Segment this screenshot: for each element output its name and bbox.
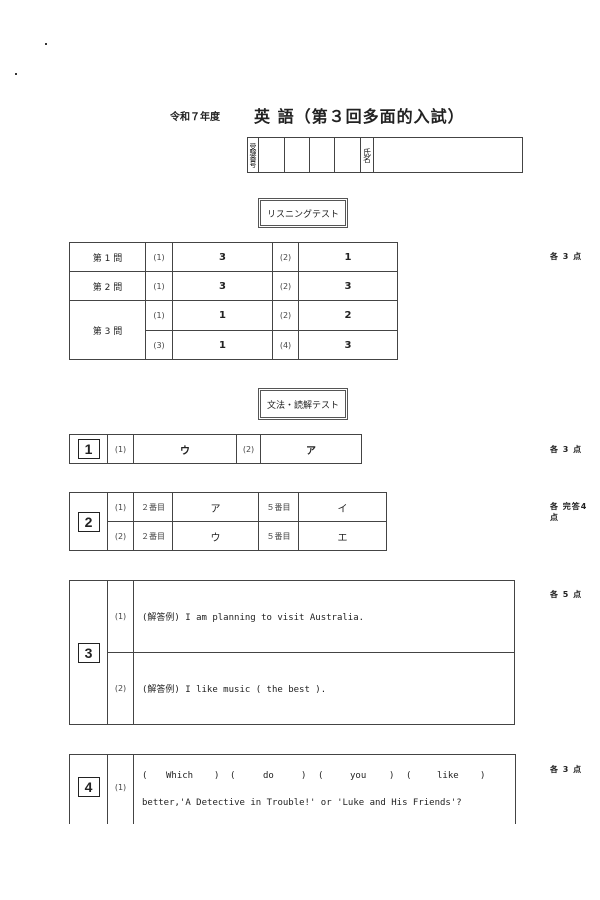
exam-number-digit[interactable]	[284, 137, 310, 173]
question-number: 2	[77, 511, 100, 532]
listening-section-label: リスニングテスト	[258, 198, 348, 228]
question-label: 第 2 問	[69, 271, 146, 301]
answer-cell: (解答例) I like music ( the best ).	[133, 652, 515, 725]
word-order-line: ( Which ) ( do ) ( you ) ( like )	[134, 755, 515, 795]
paren: (	[230, 771, 236, 781]
position-label: ２番目	[133, 492, 173, 522]
answer-word: Which	[166, 771, 194, 781]
question-number-cell: 4	[69, 754, 108, 824]
question-label: 第 1 問	[69, 242, 146, 272]
points-note: 各 完答4 点	[550, 502, 588, 522]
position-label: ５番目	[258, 521, 299, 551]
item-number: (1)	[145, 242, 173, 272]
points-note: 各 3 点	[550, 252, 583, 261]
points-note: 各 5 点	[550, 590, 583, 599]
question-number-cell: 3	[69, 580, 108, 725]
question-number-cell: 2	[69, 492, 108, 551]
item-number: (1)	[107, 754, 134, 824]
answer-cell: ( Which ) ( do ) ( you ) ( like ) better…	[133, 754, 516, 824]
scan-speck	[45, 43, 47, 45]
paren: )	[214, 771, 220, 781]
paren: (	[142, 771, 148, 781]
answer-cell: 3	[298, 330, 398, 360]
item-number: (1)	[107, 492, 134, 522]
answer-cell: 1	[298, 242, 398, 272]
answer-cell: エ	[298, 521, 387, 551]
answer-cell: 2	[298, 300, 398, 331]
paren: (	[406, 771, 412, 781]
item-number: (1)	[145, 300, 173, 331]
answer-cell: 1	[172, 300, 273, 331]
scan-speck	[15, 73, 17, 75]
paren: )	[389, 771, 395, 781]
answer-cell: 3	[172, 271, 273, 301]
answer-cell: 3	[298, 271, 398, 301]
answer-cell: ア	[172, 492, 259, 522]
grammar-section-label: 文法・読解テスト	[258, 388, 348, 420]
item-number: (1)	[145, 271, 173, 301]
question-number: 4	[77, 777, 100, 797]
item-number: (2)	[272, 242, 299, 272]
question-number: 3	[77, 642, 100, 663]
position-label: ２番目	[133, 521, 173, 551]
answer-cell: イ	[298, 492, 387, 522]
name-field[interactable]	[373, 137, 523, 173]
paren: )	[301, 771, 307, 781]
answer-cell: (解答例) I am planning to visit Australia.	[133, 580, 515, 653]
item-number: (2)	[272, 300, 299, 331]
exam-number-digit[interactable]	[334, 137, 361, 173]
paren: (	[318, 771, 324, 781]
answer-cell: ア	[260, 434, 362, 464]
question-label: 第 3 問	[69, 300, 146, 360]
points-note: 各 3 点	[550, 765, 583, 774]
answer-word: do	[263, 771, 274, 781]
answer-word: you	[350, 771, 367, 781]
page-title: 英 語（第３回多面的入試）	[254, 107, 465, 126]
exam-number-digit[interactable]	[258, 137, 285, 173]
paren: )	[480, 771, 486, 781]
item-number: (1)	[107, 434, 134, 464]
exam-number-digit[interactable]	[309, 137, 335, 173]
answer-word: like	[437, 771, 459, 781]
item-number: (2)	[107, 652, 134, 725]
points-note: 各 3 点	[550, 445, 583, 454]
item-number: (2)	[107, 521, 134, 551]
name-label: 氏名	[360, 137, 374, 173]
item-number: (2)	[272, 271, 299, 301]
position-label: ５番目	[258, 492, 299, 522]
answer-line-2: better,'A Detective in Trouble!' or 'Luk…	[142, 798, 462, 808]
item-number: (2)	[236, 434, 261, 464]
answer-cell: ウ	[172, 521, 259, 551]
answer-cell: 3	[172, 242, 273, 272]
question-number: 1	[77, 439, 100, 459]
item-number: (1)	[107, 580, 134, 653]
answer-cell: ウ	[133, 434, 237, 464]
item-number: (4)	[272, 330, 299, 360]
item-number: (3)	[145, 330, 173, 360]
exam-year: 令和７年度	[170, 112, 220, 123]
question-number-cell: 1	[69, 434, 108, 464]
answer-cell: 1	[172, 330, 273, 360]
